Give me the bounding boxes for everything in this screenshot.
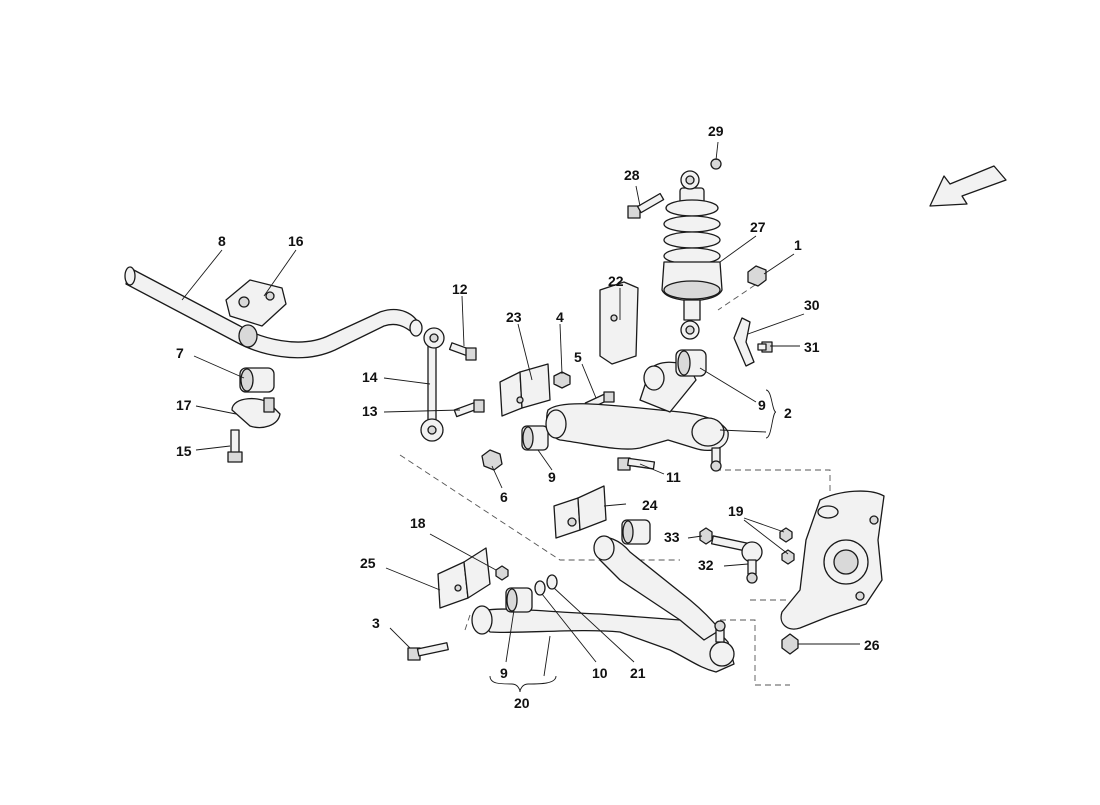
callout-8: 8 — [218, 233, 226, 249]
callout-21: 21 — [630, 665, 646, 681]
nut-33 — [699, 527, 713, 545]
bracket-22 — [599, 281, 639, 365]
bush-9-lower-right — [621, 519, 651, 545]
callout-10: 10 — [592, 665, 608, 681]
callout-24: 24 — [642, 497, 658, 513]
callout-33: 33 — [664, 529, 680, 545]
upper-control-arm — [545, 361, 729, 472]
bolt-3 — [407, 642, 449, 661]
direction-arrow-icon — [929, 165, 1007, 207]
callout-30: 30 — [804, 297, 820, 313]
bracket-25 — [437, 547, 509, 609]
washer-21 — [546, 574, 558, 590]
stabilizer-link — [420, 327, 445, 442]
callout-4: 4 — [556, 309, 564, 325]
callout-3: 3 — [372, 615, 380, 631]
callout-leaders — [181, 141, 860, 693]
nut-19b — [781, 549, 795, 565]
bar-clamp-lower — [231, 397, 281, 429]
hub-carrier — [780, 490, 885, 630]
nut-29 — [710, 158, 722, 170]
tie-rod-end — [710, 535, 763, 584]
nut-6 — [481, 449, 503, 471]
callout-14: 14 — [362, 369, 378, 385]
callout-13: 13 — [362, 403, 378, 419]
nut-19a — [779, 527, 793, 543]
callout-11: 11 — [666, 469, 681, 485]
shock-absorber — [661, 170, 723, 340]
stabilizer-bar — [124, 266, 423, 359]
bolt-15 — [227, 429, 243, 463]
bolt-28 — [627, 192, 665, 219]
callout-28: 28 — [624, 167, 640, 183]
callout-27: 27 — [750, 219, 766, 235]
callout-16: 16 — [288, 233, 304, 249]
bush-9-lower — [505, 587, 533, 613]
callout-7: 7 — [176, 345, 184, 361]
bolt-31 — [757, 341, 773, 353]
bolt-11 — [617, 457, 656, 471]
lower-control-arm — [471, 535, 735, 673]
callout-18: 18 — [410, 515, 426, 531]
bolt-13 — [453, 399, 485, 418]
nut-26 — [781, 633, 799, 655]
callout-32: 32 — [698, 557, 714, 573]
callout-17: 17 — [176, 397, 192, 413]
washer-10 — [534, 580, 546, 596]
callout-26: 26 — [864, 637, 880, 653]
bracket-23 — [499, 363, 551, 417]
bolt-12 — [448, 342, 477, 361]
callout-15: 15 — [176, 443, 192, 459]
nut-4 — [553, 371, 571, 389]
bush-9-upper — [521, 425, 549, 451]
bracket-30 — [733, 317, 755, 367]
callout-25: 25 — [360, 555, 376, 571]
callout-9-upper: 9 — [548, 469, 556, 485]
bar-clamp-upper — [225, 279, 287, 327]
callout-1: 1 — [794, 237, 802, 253]
stabilizer-bush — [239, 367, 275, 393]
callout-19: 19 — [728, 503, 744, 519]
callout-9-lower: 9 — [500, 665, 508, 681]
callout-31: 31 — [804, 339, 820, 355]
callout-20: 20 — [514, 695, 530, 711]
nut-1 — [747, 265, 767, 287]
callout-2: 2 — [784, 405, 792, 421]
bush-9-right — [675, 349, 707, 377]
callout-29: 29 — [708, 123, 724, 139]
callout-6: 6 — [500, 489, 508, 505]
callout-9-right: 9 — [758, 397, 766, 413]
bracket-24 — [553, 485, 607, 539]
callout-22: 22 — [608, 273, 624, 289]
callout-12: 12 — [452, 281, 468, 297]
callout-23: 23 — [506, 309, 522, 325]
callout-5: 5 — [574, 349, 582, 365]
callout-numbers: 1 2 3 4 5 6 7 8 9 9 9 10 11 12 13 14 15 … — [176, 123, 880, 711]
